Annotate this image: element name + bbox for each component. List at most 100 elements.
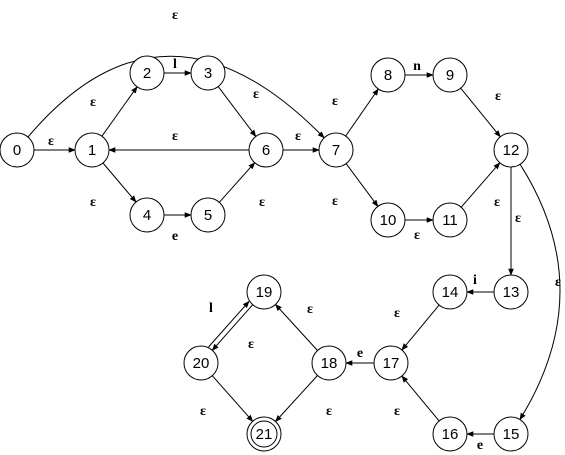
state-label-11: 11 (442, 212, 458, 229)
state-circle-14 (432, 274, 468, 310)
state-label-4: 4 (143, 207, 151, 224)
state-20: 20 (183, 345, 219, 381)
transition-label-0-to-7: ε (172, 8, 178, 23)
transition-label-6-to-7: ε (295, 129, 301, 144)
transition-label-17-to-18: e (357, 346, 363, 361)
state-circle-19 (246, 274, 282, 310)
transition-arrow-14-to-17 (401, 304, 440, 351)
transition-arrow-1-to-2 (101, 86, 138, 137)
state-14: 14 (432, 274, 468, 310)
transition-label-13-to-14: i (473, 273, 477, 288)
state-2: 2 (129, 55, 165, 91)
state-label-1: 1 (88, 142, 96, 159)
transition-label-19-to-20: l (209, 301, 213, 316)
state-circle-3 (190, 55, 226, 91)
state-label-16: 16 (442, 426, 459, 443)
transition-arrow-9-to-12 (460, 87, 501, 138)
transition-label-3-to-6: ε (253, 87, 259, 102)
transition-arrow-7-to-8 (345, 88, 379, 137)
transition-arrow-5-to-6 (218, 162, 256, 203)
state-circle-15 (493, 416, 529, 452)
transition-label-20-to-19: ε (248, 337, 254, 352)
state-7: 7 (318, 132, 354, 168)
state-15: 15 (493, 416, 529, 452)
transition-label-1-to-2: ε (90, 95, 96, 110)
transition-label-8-to-9: n (413, 59, 421, 74)
transition-label-7-to-8: ε (332, 94, 338, 109)
state-circle-16 (432, 416, 468, 452)
state-10: 10 (370, 202, 406, 238)
state-label-9: 9 (446, 67, 454, 84)
state-label-7: 7 (332, 142, 340, 159)
state-label-3: 3 (204, 65, 212, 82)
transition-label-1-to-4: ε (90, 195, 96, 210)
state-9: 9 (432, 57, 468, 93)
state-label-18: 18 (321, 355, 338, 372)
transition-arrow-1-to-4 (102, 162, 137, 203)
transition-arrow-0-to-7 (27, 55, 325, 139)
state-13: 13 (493, 274, 529, 310)
state-circle-21 (246, 416, 282, 452)
state-circle-13 (493, 274, 529, 310)
transition-arrow-20-to-21 (211, 375, 254, 422)
transition-label-0-to-1: ε (48, 134, 54, 149)
state-circle-4 (129, 197, 165, 233)
transition-label-11-to-12: ε (494, 195, 500, 210)
transition-label-2-to-3: l (173, 57, 177, 72)
state-16: 16 (432, 416, 468, 452)
state-circle-9 (432, 57, 468, 93)
state-circle-7 (318, 132, 354, 168)
transition-arrow-11-to-12 (460, 162, 501, 208)
state-circle-6 (248, 132, 284, 168)
state-label-2: 2 (143, 65, 151, 82)
transition-arrow-16-to-17 (401, 375, 440, 422)
transition-arrow-12-to-15 (519, 164, 561, 421)
accepting-state-ring (250, 420, 278, 448)
transition-label-14-to-17: ε (394, 306, 400, 321)
state-label-5: 5 (204, 207, 212, 224)
transition-arrow-7-to-10 (345, 163, 379, 207)
transition-label-5-to-6: ε (259, 195, 265, 210)
state-circle-18 (311, 345, 347, 381)
state-label-20: 20 (193, 355, 210, 372)
transition-arrow-18-to-21 (275, 375, 318, 423)
state-0: 0 (0, 132, 35, 168)
state-4: 4 (129, 197, 165, 233)
state-1: 1 (74, 132, 110, 168)
state-11: 11 (432, 202, 468, 238)
transition-arrow-3-to-6 (217, 86, 257, 137)
transition-label-7-to-10: ε (332, 194, 338, 209)
state-17: 17 (373, 345, 409, 381)
transition-label-9-to-12: ε (495, 89, 501, 104)
state-label-15: 15 (503, 426, 520, 443)
state-circle-17 (373, 345, 409, 381)
state-circle-20 (183, 345, 219, 381)
state-label-0: 0 (13, 142, 21, 159)
transition-label-16-to-17: ε (394, 404, 400, 419)
state-circle-10 (370, 202, 406, 238)
state-8: 8 (370, 57, 406, 93)
transition-label-4-to-5: e (172, 229, 178, 244)
state-circle-0 (0, 132, 35, 168)
state-circle-1 (74, 132, 110, 168)
state-label-6: 6 (262, 142, 270, 159)
state-label-8: 8 (384, 67, 392, 84)
state-label-14: 14 (442, 284, 459, 301)
state-12: 12 (493, 132, 529, 168)
state-6: 6 (248, 132, 284, 168)
transition-arrow-20-to-19 (208, 300, 250, 348)
transition-label-20-to-21: ε (200, 404, 206, 419)
state-label-12: 12 (503, 142, 520, 159)
state-label-13: 13 (503, 284, 520, 301)
state-19: 19 (246, 274, 282, 310)
transition-label-6-to-1: ε (172, 129, 178, 144)
state-circle-2 (129, 55, 165, 91)
transition-label-18-to-19: ε (307, 302, 313, 317)
state-21: 21 (246, 416, 282, 452)
state-label-10: 10 (380, 212, 397, 229)
transition-arrow-19-to-20 (211, 304, 254, 351)
transition-label-18-to-21: ε (326, 404, 332, 419)
